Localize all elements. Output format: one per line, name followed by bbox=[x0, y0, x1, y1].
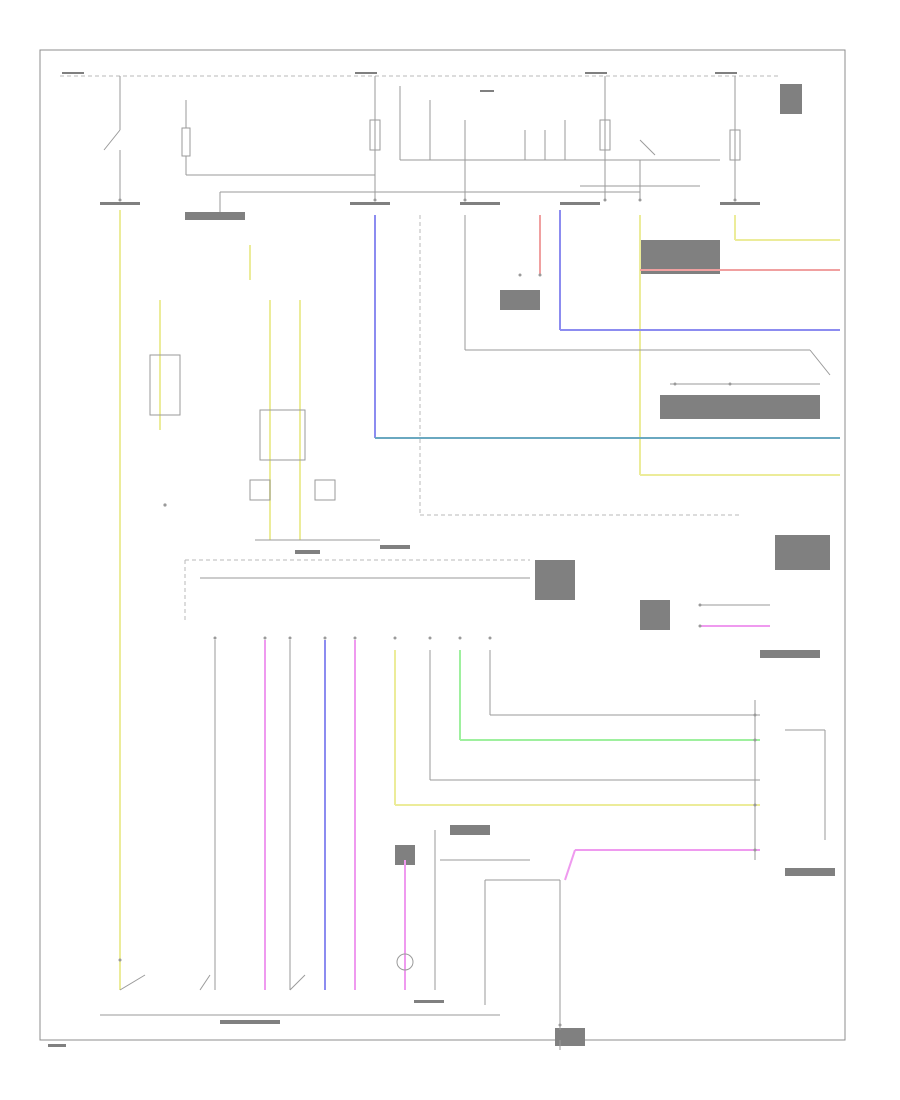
pink-wires bbox=[264, 625, 770, 990]
yellow-wires bbox=[119, 210, 840, 990]
switch-assembly-left bbox=[149, 354, 380, 541]
green-wires bbox=[459, 650, 760, 741]
headlamp-switch bbox=[100, 953, 561, 1050]
diagram-frame bbox=[39, 49, 846, 1041]
top-power-bus bbox=[60, 75, 780, 220]
blue-wires bbox=[324, 210, 840, 990]
connector-labels bbox=[48, 72, 835, 1047]
fuse-relay-top bbox=[103, 76, 741, 200]
gray-wires bbox=[184, 215, 831, 1030]
connector-pins bbox=[118, 198, 757, 1027]
red-wires bbox=[539, 215, 840, 275]
